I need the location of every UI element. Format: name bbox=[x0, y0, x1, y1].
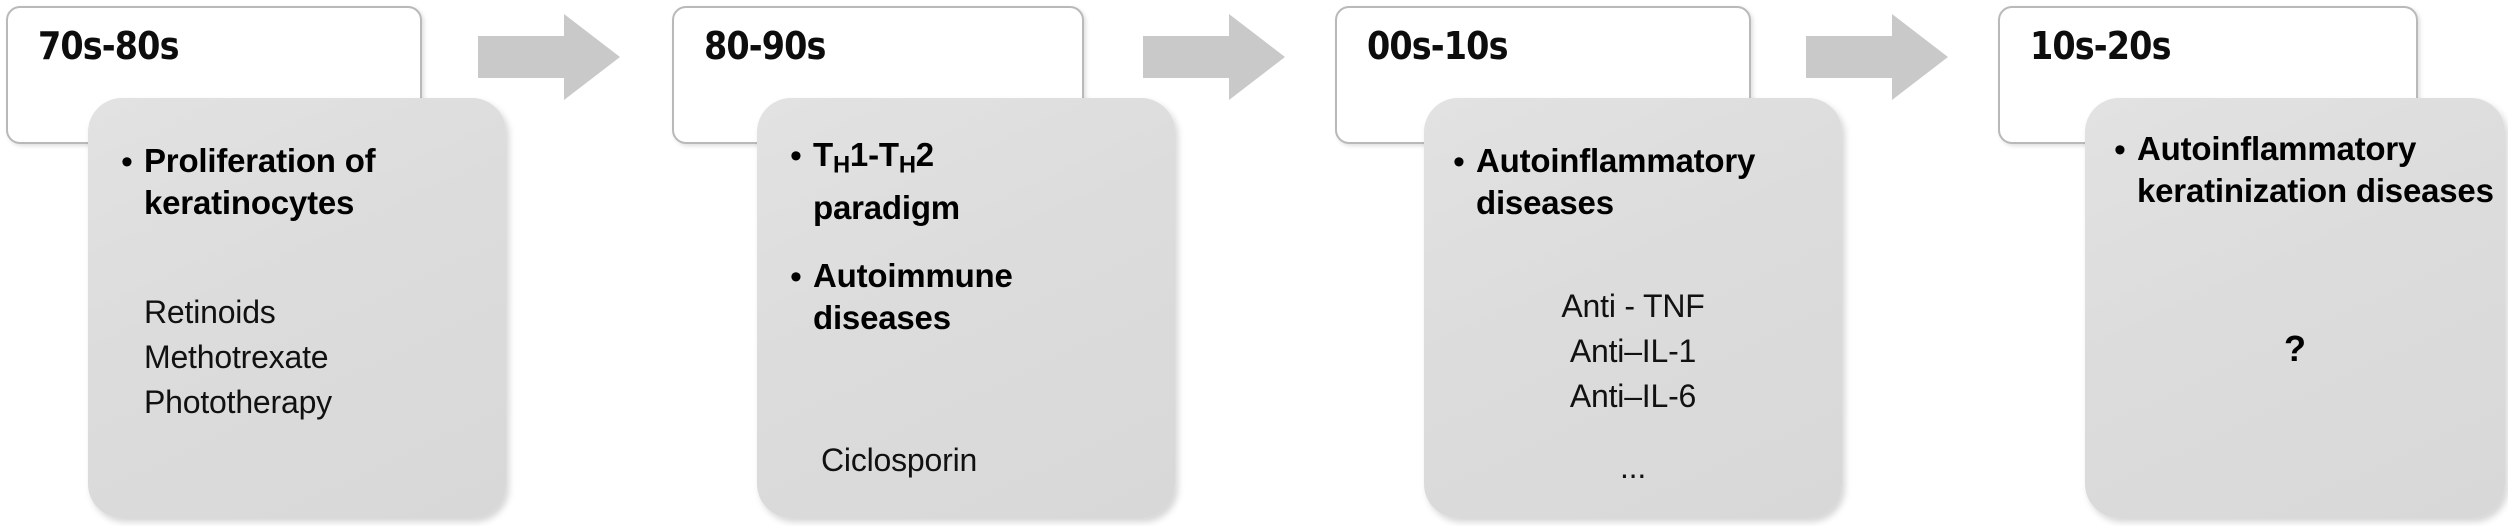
stage-card-3: • Autoinflammatory diseases Anti - TNF A… bbox=[1424, 98, 1842, 518]
th2-subscript: H bbox=[898, 151, 916, 179]
stage-card-4: • Autoinflammatory keratinization diseas… bbox=[2085, 98, 2505, 518]
right-arrow-icon bbox=[1143, 14, 1285, 100]
plain-list-3: Anti - TNF Anti–IL-1 Anti–IL-6 ... bbox=[1424, 284, 1842, 490]
bullet-item: • Autoimmune diseases bbox=[779, 255, 1153, 339]
plain-item-ellipsis: ... bbox=[1619, 449, 1647, 485]
bullet-dot-icon: • bbox=[2114, 131, 2126, 169]
paradigm-label: paradigm bbox=[813, 188, 960, 226]
right-arrow-icon bbox=[1806, 14, 1948, 100]
bullet-label: Autoinflammatory keratinization diseases bbox=[2137, 130, 2494, 209]
bullet-item: • Autoinflammatory diseases bbox=[1442, 140, 1832, 224]
right-arrow-icon bbox=[478, 14, 620, 100]
footer-list-2: Ciclosporin bbox=[821, 438, 1155, 483]
bullet-item: • Proliferation of keratinocytes bbox=[110, 140, 484, 224]
th1-label: T bbox=[813, 136, 833, 173]
era-label-2: 80-90s bbox=[704, 24, 826, 68]
bullet-list-3: • Autoinflammatory diseases bbox=[1442, 140, 1832, 250]
th1-subscript: H bbox=[832, 151, 850, 179]
bullet-item: • TH1-TH2 paradigm bbox=[779, 134, 1153, 229]
bullet-label-th-paradigm: TH1-TH2 paradigm bbox=[813, 134, 960, 229]
question-mark-label: ? bbox=[2284, 328, 2306, 369]
th2-label: 2 bbox=[915, 136, 934, 173]
era-label-1: 70s-80s bbox=[38, 24, 179, 68]
bullet-item: • Autoinflammatory keratinization diseas… bbox=[2103, 128, 2495, 212]
plain-list-1: Retinoids Methotrexate Phototherapy bbox=[144, 290, 486, 425]
bullet-list-1: • Proliferation of keratinocytes bbox=[110, 140, 484, 250]
bullet-dot-icon: • bbox=[790, 257, 802, 296]
bullet-list-2: • TH1-TH2 paradigm • Autoimmune diseases bbox=[779, 134, 1153, 365]
bullet-label: Autoimmune diseases bbox=[813, 256, 1013, 336]
bullet-label: Proliferation of keratinocytes bbox=[144, 142, 376, 221]
plain-item: Anti–IL-6 bbox=[1569, 378, 1697, 414]
plain-item: Ciclosporin bbox=[821, 442, 978, 478]
plain-item: Methotrexate bbox=[144, 339, 329, 375]
bullet-dot-icon: • bbox=[790, 137, 802, 175]
era-label-3: 00s-10s bbox=[1367, 24, 1508, 68]
plain-item: Anti–IL-1 bbox=[1569, 333, 1697, 369]
plain-item: Anti - TNF bbox=[1561, 288, 1705, 324]
stage-card-2: • TH1-TH2 paradigm • Autoimmune diseases… bbox=[757, 98, 1175, 518]
bullet-dot-icon: • bbox=[1453, 143, 1465, 181]
th1-mid: 1-T bbox=[849, 136, 899, 173]
bullet-label: Autoinflammatory diseases bbox=[1476, 142, 1756, 221]
bullet-list-4: • Autoinflammatory keratinization diseas… bbox=[2103, 128, 2495, 238]
bullet-dot-icon: • bbox=[121, 143, 133, 181]
stage-card-1: • Proliferation of keratinocytes Retinoi… bbox=[88, 98, 506, 518]
era-label-4: 10s-20s bbox=[2030, 24, 2171, 68]
plain-item: Phototherapy bbox=[144, 384, 332, 420]
plain-item: Retinoids bbox=[144, 294, 276, 330]
